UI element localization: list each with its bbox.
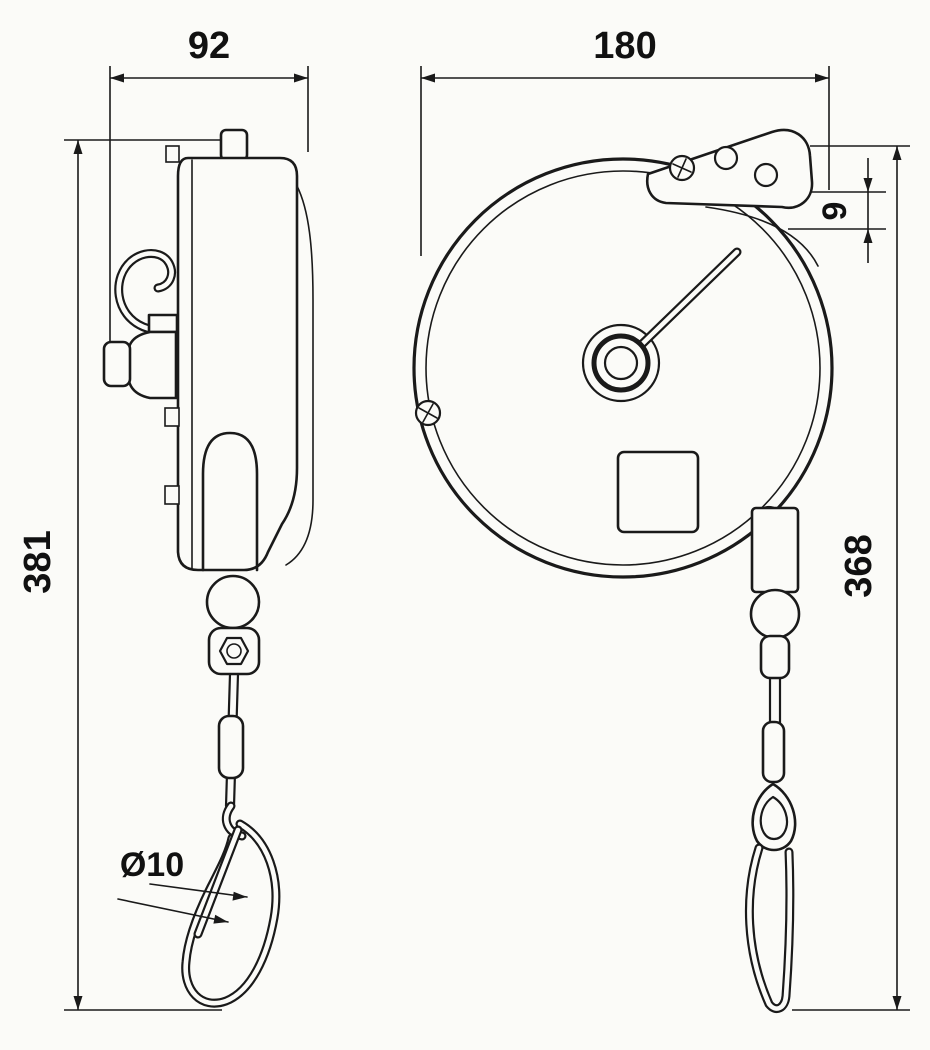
hook-diameter-label: Ø10 bbox=[120, 846, 184, 884]
swivel-nut-bore bbox=[226, 643, 242, 659]
bracket-hole-2 bbox=[753, 162, 779, 188]
housing-body-side bbox=[176, 156, 299, 572]
top-hanger-tab bbox=[219, 128, 249, 162]
swivel-ball-front bbox=[749, 588, 801, 640]
dim-label-side-height: 381 bbox=[17, 530, 59, 593]
fitting-cap bbox=[102, 340, 132, 388]
hub-bore bbox=[603, 345, 639, 381]
bracket-fillet bbox=[705, 206, 819, 267]
housing-drum-inner bbox=[425, 170, 821, 566]
mount-lug-top bbox=[165, 145, 180, 163]
dim-label-front-width: 180 bbox=[593, 25, 656, 67]
thimble-outer bbox=[751, 782, 797, 852]
mount-lug-mid bbox=[164, 407, 180, 427]
dim-label-side-width: 92 bbox=[188, 25, 230, 67]
spec-plate bbox=[616, 450, 700, 534]
bracket-hole-1 bbox=[713, 145, 739, 171]
mount-lug-bottom bbox=[164, 485, 180, 505]
cable-outlet-neck bbox=[750, 506, 800, 594]
swivel-ball-side bbox=[205, 574, 261, 630]
bumper-capsule bbox=[201, 431, 259, 572]
cable-ferrule-front-b bbox=[761, 720, 786, 784]
cable-ferrule-front-a bbox=[759, 634, 791, 680]
swivel-hex-nut bbox=[218, 636, 250, 666]
cable-end-loop bbox=[744, 843, 795, 1014]
dim-label-bracket-offset: 9 bbox=[816, 202, 854, 221]
side-view bbox=[102, 128, 314, 1008]
fitting-bell bbox=[125, 330, 178, 400]
hook-diameter-callout: Ø10 bbox=[117, 846, 248, 924]
rim-screw-left-icon bbox=[414, 399, 442, 427]
hub-bearing-ring bbox=[591, 333, 651, 393]
fitting-flange bbox=[147, 313, 179, 334]
dimension-side-width: 92 bbox=[109, 25, 309, 342]
thimble-inner bbox=[759, 795, 789, 841]
dim-label-front-height: 368 bbox=[838, 534, 880, 597]
housing-cover-edge bbox=[285, 185, 314, 566]
dimension-front-width: 180 bbox=[420, 25, 830, 256]
front-view bbox=[412, 128, 834, 1014]
cable-ferrule-side bbox=[217, 714, 245, 780]
dimension-side-height: 381 bbox=[17, 139, 222, 1011]
dimension-front-height: 368 bbox=[792, 145, 910, 1011]
